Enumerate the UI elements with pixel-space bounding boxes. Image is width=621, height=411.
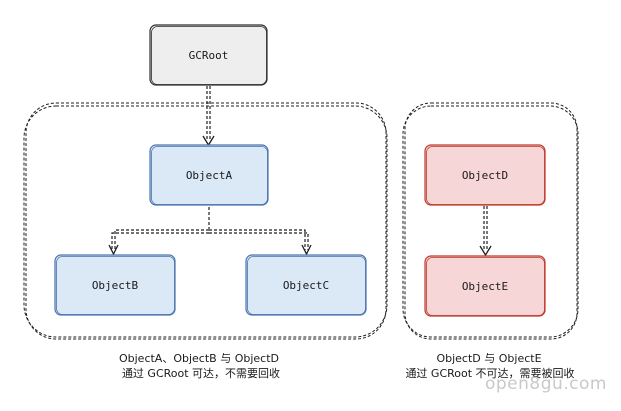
watermark-text: open8gu.com bbox=[485, 374, 607, 394]
edge-objectd-to-objecte bbox=[479, 206, 492, 257]
node-object-d-label: ObjectD bbox=[462, 169, 508, 182]
node-object-c-label: ObjectC bbox=[283, 279, 329, 292]
unreachable-group bbox=[402, 102, 579, 340]
node-object-e-label: ObjectE bbox=[462, 280, 508, 293]
node-object-b-label: ObjectB bbox=[92, 279, 139, 292]
unreachable-caption-line2: 通过 GCRoot 不可达，需要被回收 bbox=[405, 366, 574, 380]
node-object-c: ObjectC bbox=[245, 254, 367, 316]
edge-objecta-to-objectb bbox=[108, 207, 210, 256]
node-object-e: ObjectE bbox=[424, 255, 546, 317]
unreachable-caption-line1: ObjectD 与 ObjectE bbox=[436, 352, 541, 365]
edge-gcroot-to-objecta bbox=[202, 86, 215, 147]
node-gcroot: GCRoot bbox=[149, 24, 268, 86]
node-object-a: ObjectA bbox=[149, 144, 269, 206]
reachable-caption-line1: ObjectA、ObjectB 与 ObjectD bbox=[119, 352, 279, 365]
node-gcroot-label: GCRoot bbox=[189, 49, 229, 62]
node-object-b: ObjectB bbox=[54, 254, 176, 316]
reachable-group bbox=[23, 102, 388, 340]
edge-objecta-to-objectc bbox=[209, 229, 312, 256]
reachable-caption-line2: 通过 GCRoot 可达，不需要回收 bbox=[122, 366, 280, 380]
node-object-d: ObjectD bbox=[424, 144, 546, 206]
node-object-a-label: ObjectA bbox=[186, 169, 233, 182]
